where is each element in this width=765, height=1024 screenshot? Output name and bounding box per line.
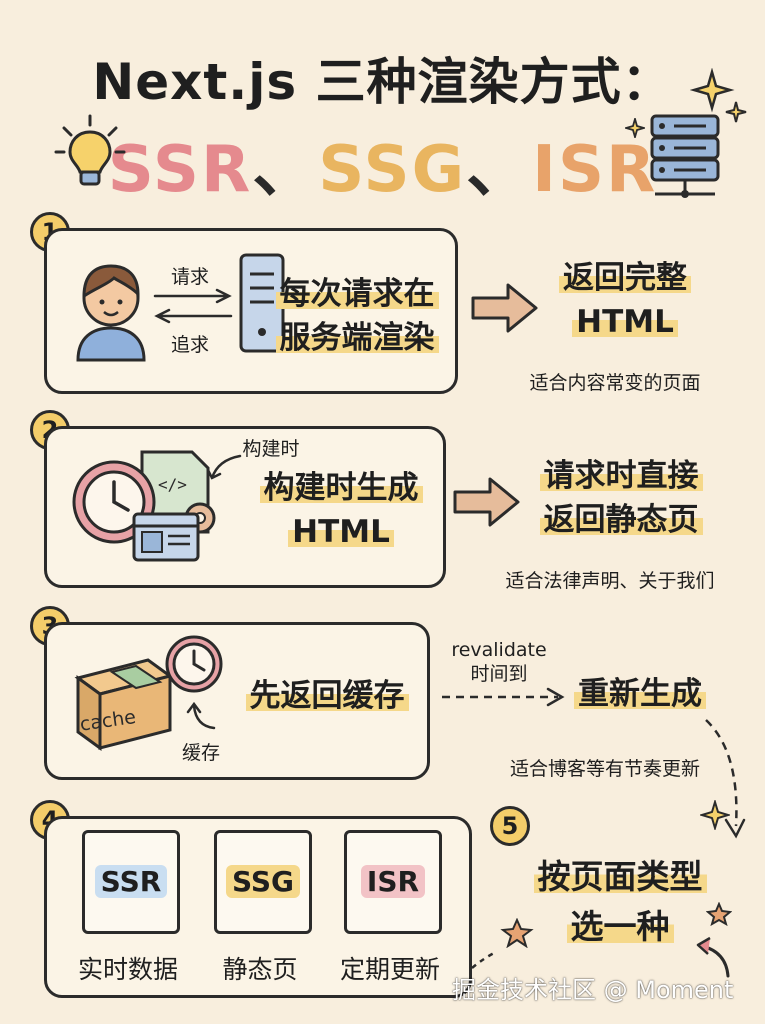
sparkle-icon <box>690 68 747 123</box>
cache-pointer-arrow <box>186 701 216 730</box>
response-label: 追求 <box>170 334 209 356</box>
response-arrow <box>154 308 233 324</box>
server-icon <box>650 114 720 198</box>
card-isr-label: ISR <box>360 865 426 898</box>
step-3-result: 重新生成 <box>560 672 720 716</box>
revalidate-label: revalidate 时间到 <box>434 638 564 686</box>
lightbulb-icon <box>54 114 126 186</box>
step-2-note: 适合法律声明、关于我们 <box>505 570 715 592</box>
step-1-main: 每次请求在 服务端渲染 <box>262 272 452 360</box>
card-ssr-caption: 实时数据 <box>77 955 178 984</box>
title-isr: ISR <box>532 133 658 207</box>
step-2-main-line1: 构建时生成 <box>259 470 423 506</box>
card-ssg-caption: 静态页 <box>222 955 298 984</box>
revalidate-dashed-arrow <box>442 687 565 707</box>
build-time-tag: 构建时 <box>242 438 300 460</box>
card-ssg: SSG <box>214 830 312 934</box>
title-ssg: SSG <box>318 133 467 207</box>
sparkle-small-icon <box>471 950 497 969</box>
step-3-main: 先返回缓存 <box>232 674 422 718</box>
card-ssg-label: SSG <box>225 865 301 898</box>
revalidate-line1: revalidate <box>451 639 547 661</box>
request-arrow <box>153 288 232 304</box>
card-isr-caption: 定期更新 <box>339 955 440 984</box>
step-2-main: 构建时生成 HTML <box>246 466 436 554</box>
step-1-note: 适合内容常变的页面 <box>529 372 701 394</box>
request-label: 请求 <box>170 266 209 288</box>
title-sep-2: 、 <box>466 133 533 207</box>
revalidate-line2: 时间到 <box>470 663 528 685</box>
step-2-result-line1: 请求时直接 <box>539 458 703 494</box>
step-2-arrow <box>453 477 520 527</box>
svg-text:</>: </> <box>158 475 187 494</box>
step-3-main-text: 先返回缓存 <box>245 678 409 714</box>
cache-box-illustration: cache <box>74 635 223 751</box>
user-avatar-icon <box>76 264 146 362</box>
step-3-note: 适合博客等有节奏更新 <box>509 758 700 780</box>
step-2-main-line2: HTML <box>288 514 394 550</box>
step-5-number: 5 <box>490 806 530 846</box>
step-1-main-line2: 服务端渲染 <box>275 320 439 356</box>
step-5-text: 按页面类型 选一种 <box>510 852 730 952</box>
card-ssr: SSR <box>82 830 180 934</box>
build-illustration: </> <box>72 450 216 562</box>
curved-dashed-arrow <box>705 719 746 839</box>
step-1-result-line1: 返回完整 <box>559 260 691 296</box>
sparkle-icon <box>700 800 730 830</box>
step-5-line1: 按页面类型 <box>533 857 707 896</box>
star-icon <box>706 902 732 926</box>
step-1-arrow <box>471 283 538 333</box>
watermark: 掘金技术社区 @ Moment <box>452 976 734 1004</box>
step-3-result-text: 重新生成 <box>574 676 706 712</box>
page-subtitle: SSR、SSG、ISR <box>0 118 765 210</box>
title-sep-1: 、 <box>252 133 319 207</box>
step-5-line2: 选一种 <box>566 907 674 946</box>
step-2-result: 请求时直接 返回静态页 <box>516 454 726 542</box>
step-2-result-line2: 返回静态页 <box>539 502 703 538</box>
sparkle-icon <box>625 118 645 138</box>
title-ssr: SSR <box>107 133 253 207</box>
pointer-arrow-icon <box>696 936 730 978</box>
card-ssr-label: SSR <box>94 865 168 898</box>
page-title: Next.js 三种渲染方式： <box>92 53 673 111</box>
step-1-main-line1: 每次请求在 <box>275 276 439 312</box>
star-icon <box>500 918 534 948</box>
step-1-result: 返回完整 HTML <box>530 256 720 344</box>
card-isr: ISR <box>344 830 442 934</box>
step-1-result-line2: HTML <box>572 304 678 340</box>
cache-caption: 缓存 <box>181 742 220 764</box>
